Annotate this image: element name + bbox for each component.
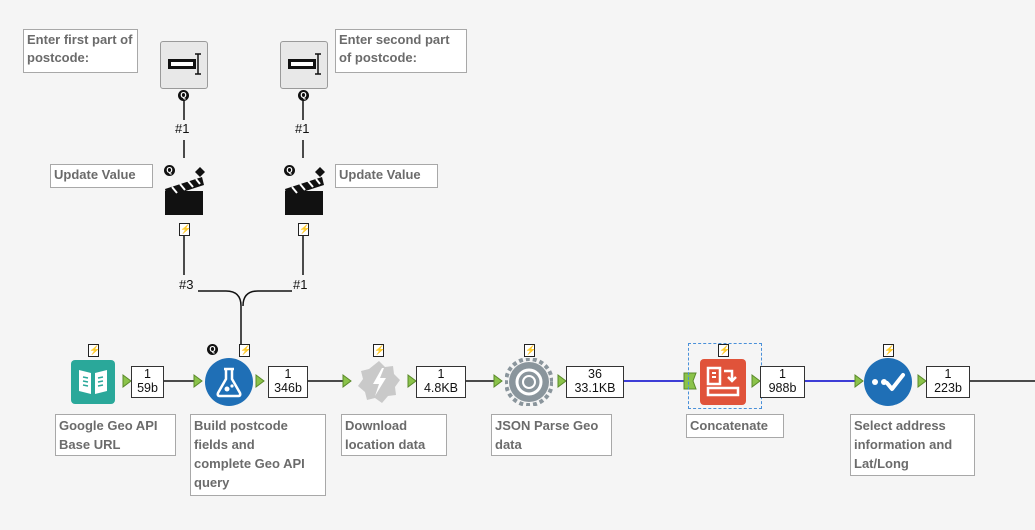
json-parse-tool[interactable]: [504, 357, 554, 407]
record-size: 988b: [768, 381, 797, 395]
record-count: 1: [284, 367, 292, 381]
book-icon: [79, 370, 107, 394]
connection-label: #3: [178, 277, 195, 292]
connection-label: #1: [174, 121, 191, 136]
record-count-badge: 1 988b: [760, 366, 805, 398]
download-tool[interactable]: [355, 358, 403, 406]
bolt-anchor-icon[interactable]: ⚡: [298, 223, 311, 236]
connector-line: [242, 290, 292, 307]
clapperboard-icon: [285, 167, 325, 215]
record-count: 1: [944, 367, 952, 381]
question-anchor-icon[interactable]: Q: [284, 165, 295, 176]
record-count-badge: 1 223b: [926, 366, 970, 398]
tool-label[interactable]: Build postcode fields and complete Geo A…: [190, 414, 326, 496]
comment-update-value-2[interactable]: Update Value: [335, 164, 438, 188]
concatenate-tool[interactable]: [700, 359, 746, 405]
comment-second-postcode[interactable]: Enter second part of postcode:: [335, 29, 467, 73]
checkmark-icon: [872, 373, 905, 391]
bolt-anchor-icon[interactable]: ⚡: [239, 344, 252, 357]
text-box-tool-1[interactable]: [160, 41, 208, 89]
action-tool-1[interactable]: [162, 165, 208, 217]
record-count-badge: 1 59b: [131, 366, 164, 398]
gear-icon: [504, 357, 554, 407]
formula-tool[interactable]: [205, 358, 253, 406]
question-anchor-icon[interactable]: Q: [178, 90, 189, 101]
tool-label[interactable]: Google Geo API Base URL: [55, 414, 176, 456]
record-count: 1: [144, 367, 151, 381]
question-anchor-icon[interactable]: Q: [298, 90, 309, 101]
text-input-icon: [168, 53, 201, 75]
record-size: 59b: [137, 381, 158, 395]
tool-label[interactable]: Select address information and Lat/Long: [850, 414, 975, 476]
record-size: 223b: [934, 381, 962, 395]
record-size: 33.1KB: [574, 381, 616, 395]
record-count: 1: [437, 367, 445, 381]
tool-label[interactable]: Download location data: [341, 414, 447, 456]
bolt-anchor-icon[interactable]: ⚡: [718, 344, 731, 357]
record-count-badge: 36 33.1KB: [566, 366, 624, 398]
connection-label: #1: [294, 121, 311, 136]
comment-update-value-1[interactable]: Update Value: [50, 164, 153, 188]
download-icon: [358, 361, 400, 403]
record-count-badge: 1 4.8KB: [416, 366, 466, 398]
question-anchor-icon[interactable]: Q: [207, 344, 218, 355]
clapperboard-icon: [165, 167, 205, 215]
tool-label[interactable]: JSON Parse Geo data: [491, 414, 612, 456]
record-count-badge: 1 346b: [268, 366, 308, 398]
record-count: 1: [779, 367, 786, 381]
tool-label[interactable]: Concatenate: [686, 414, 784, 438]
action-tool-2[interactable]: [282, 165, 328, 217]
record-count: 36: [588, 367, 602, 381]
text-box-tool-2[interactable]: [280, 41, 328, 89]
select-tool[interactable]: [864, 358, 912, 406]
record-size: 346b: [274, 381, 302, 395]
flask-icon: [216, 367, 242, 398]
concatenate-icon: [706, 366, 740, 397]
comment-first-postcode[interactable]: Enter first part of postcode:: [23, 29, 138, 73]
bolt-anchor-icon[interactable]: ⚡: [373, 344, 386, 357]
bolt-anchor-icon[interactable]: ⚡: [524, 344, 537, 357]
question-anchor-icon[interactable]: Q: [164, 165, 175, 176]
text-input-tool[interactable]: [71, 360, 115, 404]
bolt-anchor-icon[interactable]: ⚡: [88, 344, 101, 357]
text-input-icon: [288, 53, 321, 75]
connection-label: #1: [292, 277, 309, 292]
bolt-anchor-icon[interactable]: ⚡: [179, 223, 192, 236]
connector-line: [198, 290, 242, 345]
bolt-anchor-icon[interactable]: ⚡: [883, 344, 896, 357]
record-size: 4.8KB: [423, 381, 459, 395]
